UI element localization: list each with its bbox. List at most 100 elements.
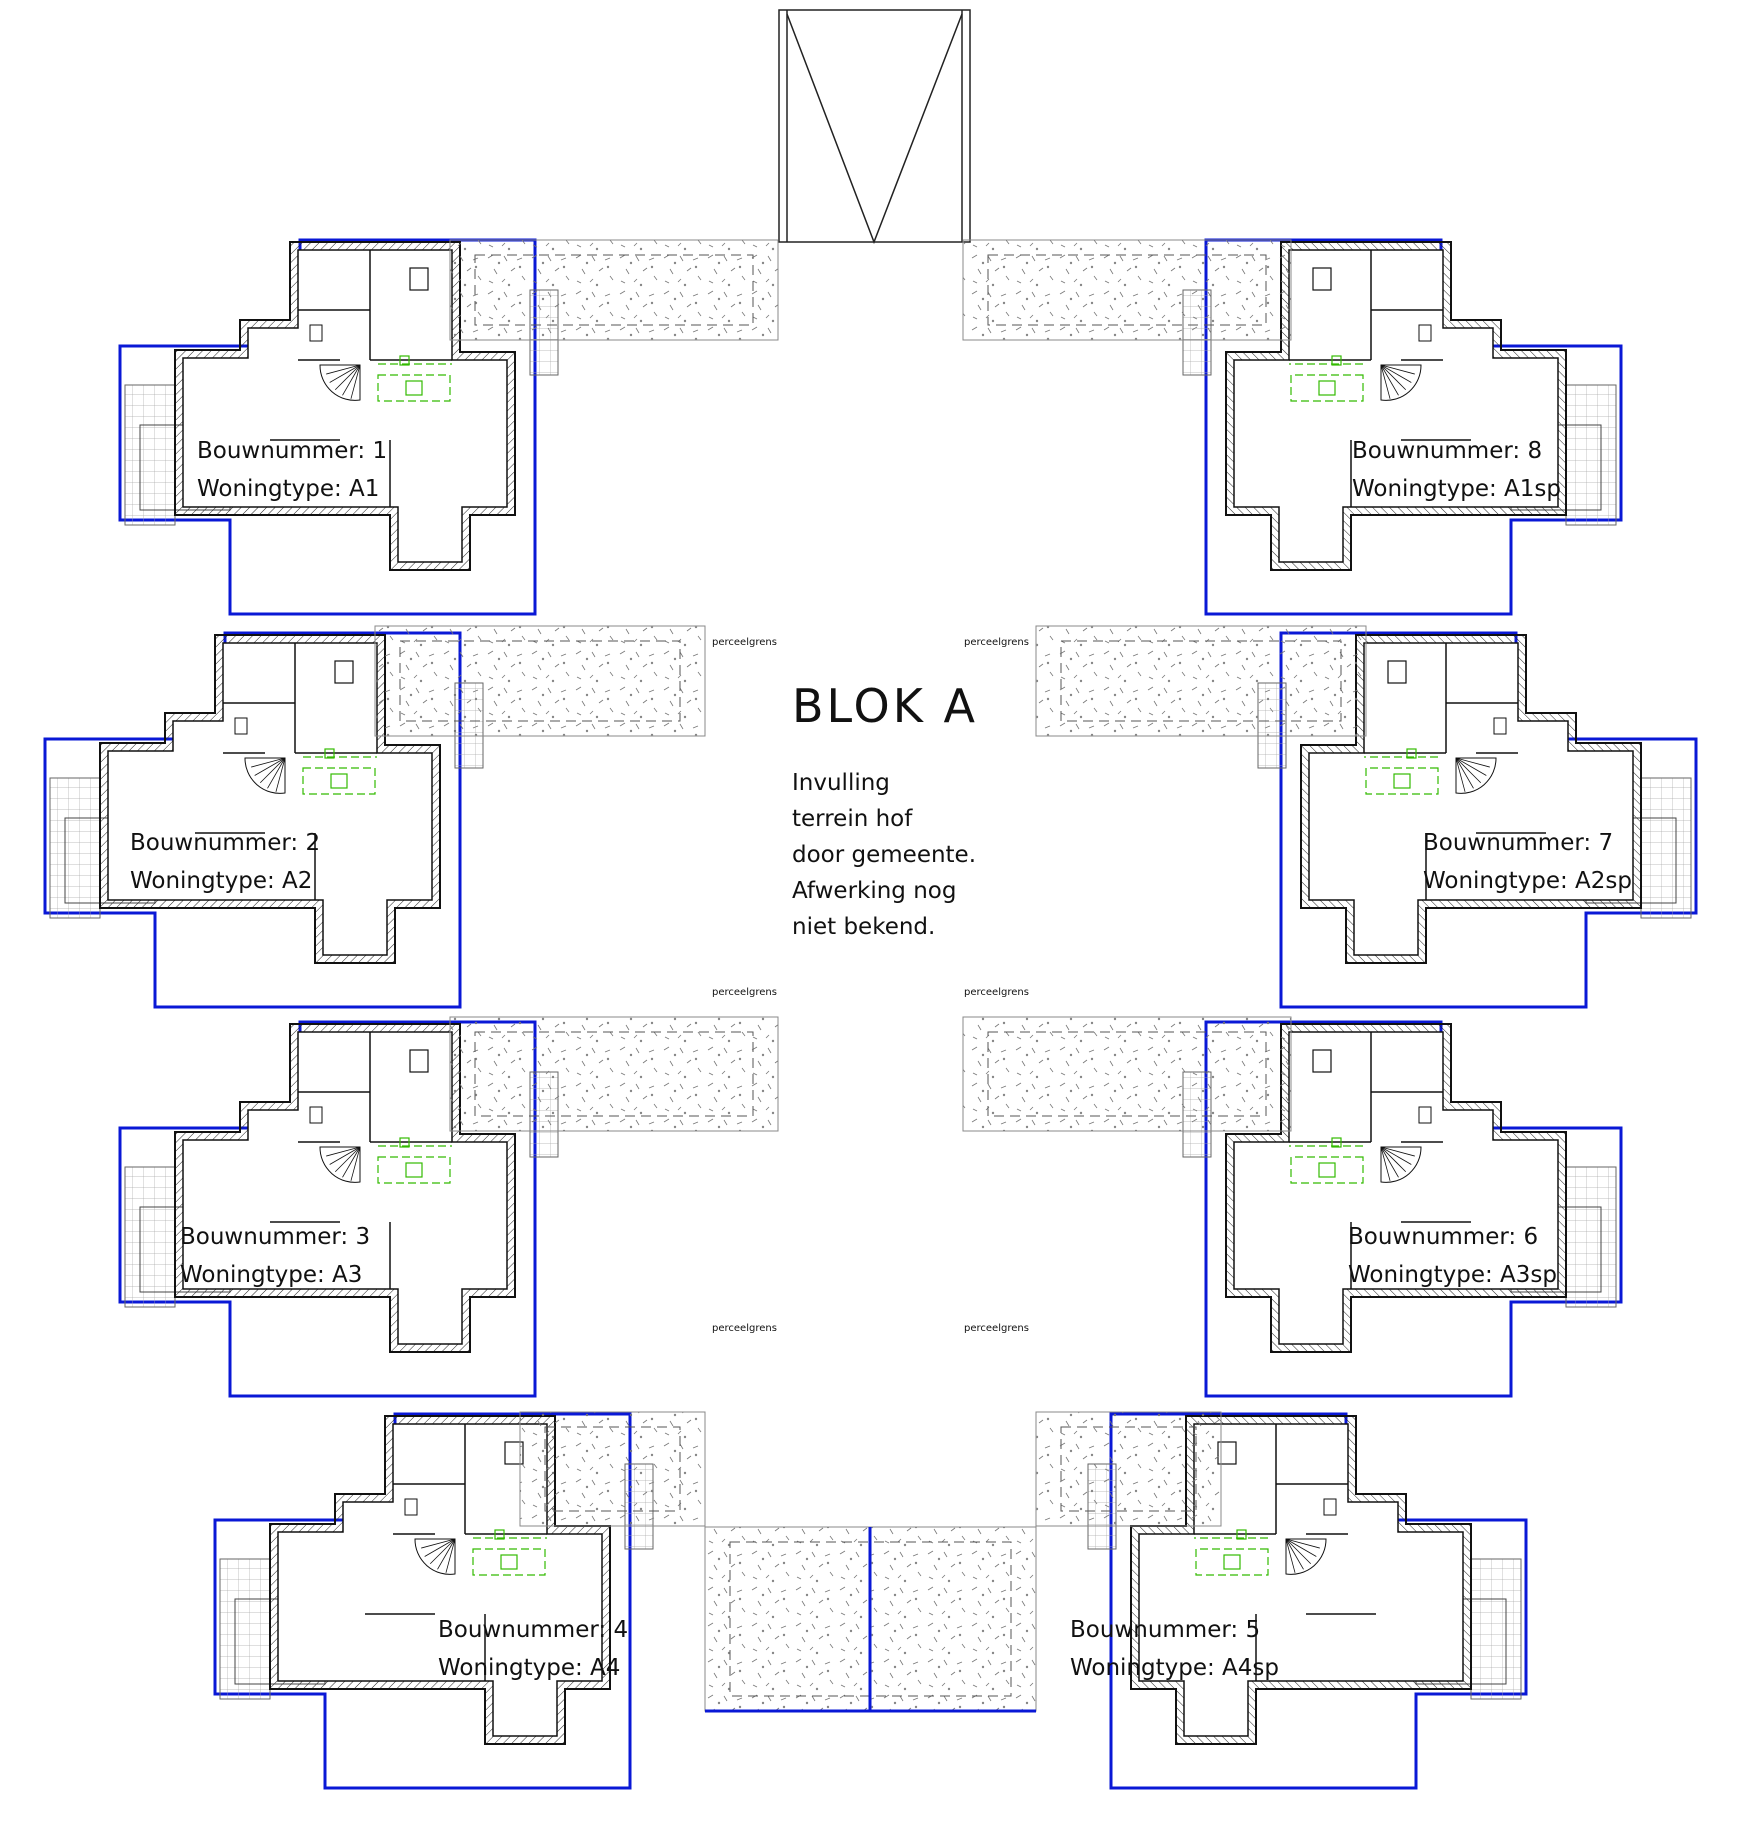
stair-tread (1455, 757, 1490, 768)
unit-number-label: Bouwnummer: 5 (1070, 1617, 1260, 1643)
stair-tread (1285, 1538, 1312, 1565)
kitchen-island (1195, 1548, 1269, 1576)
unit-type-label: Woningtype: A2 (130, 868, 312, 894)
paved-strip (449, 1016, 779, 1132)
sink-icon (1331, 355, 1342, 366)
units-layer (43, 238, 1698, 1790)
toilet-icon (1493, 717, 1507, 735)
sink-icon (1406, 748, 1417, 759)
stair-tread (1380, 1146, 1412, 1165)
unit-number-label: Bouwnummer: 1 (197, 438, 387, 464)
unit-number-label: Bouwnummer: 6 (1348, 1224, 1538, 1250)
unit-number-label: Bouwnummer: 3 (180, 1224, 370, 1250)
paved-strip (449, 239, 779, 341)
hob-icon (405, 1162, 423, 1178)
stair-tread (350, 1146, 361, 1181)
stair-tread (1285, 1538, 1304, 1570)
meter-cupboard-icon (1312, 1049, 1332, 1073)
kitchen-island (377, 1156, 451, 1184)
parking-bay (474, 1031, 754, 1117)
stair-tread (1285, 1538, 1296, 1573)
house-unit (1182, 1020, 1623, 1398)
note-line: Afwerking nog (792, 878, 956, 904)
staircase (1380, 1146, 1422, 1183)
toilet-icon (1418, 324, 1432, 342)
toilet-icon (1418, 1106, 1432, 1124)
parking-bay (987, 1031, 1267, 1117)
terrace-tiles (1565, 1166, 1617, 1308)
terrace-tiles (219, 1558, 271, 1700)
boundary-label: perceelgrens (964, 987, 1029, 998)
kitchen-island (1290, 374, 1364, 402)
house-unit (118, 238, 559, 616)
house-unit (118, 1020, 559, 1398)
unit-number-label: Bouwnummer: 2 (130, 830, 320, 856)
sink-icon (494, 1529, 505, 1540)
hof-note: Invulling terrein hof door gemeente. Afw… (792, 770, 976, 940)
unit-type-label: Woningtype: A4sp (1070, 1655, 1279, 1681)
stair-outline (1380, 1146, 1422, 1183)
hob-icon (1318, 1162, 1336, 1178)
stair-outline (1455, 757, 1497, 794)
parking-bay (987, 254, 1267, 326)
stair-outline (319, 364, 361, 401)
kitchen-island (1290, 1156, 1364, 1184)
kitchen-island (377, 374, 451, 402)
sink-icon (324, 748, 335, 759)
unit-label-1: Bouwnummer: 1 Woningtype: A1 (197, 438, 387, 502)
interior-floor (1308, 642, 1634, 956)
note-line: Invulling (792, 770, 890, 796)
partition-walls (270, 250, 452, 507)
partition-walls (1194, 1424, 1376, 1681)
interior-floor (182, 249, 508, 563)
stair-tread (326, 1146, 361, 1157)
parking-bay (399, 640, 681, 722)
terrace-tiles (124, 384, 176, 526)
paved-strip (962, 239, 1292, 341)
toilet-icon (309, 1106, 323, 1124)
toilet-icon (234, 717, 248, 735)
unit-number-label: Bouwnummer: 7 (1423, 830, 1613, 856)
stair-tread (329, 1146, 361, 1165)
house-unit (43, 631, 484, 1009)
labels-layer: Bouwnummer: 1 Woningtype: A1 Bouwnummer: 2… (130, 438, 1632, 1681)
stair-tread (342, 1146, 361, 1178)
stair-tread (350, 364, 361, 399)
toilet-icon (404, 1498, 418, 1516)
paved-strip (519, 1411, 706, 1527)
stair-outline (1285, 1538, 1327, 1575)
parking-bay (544, 1426, 681, 1512)
meter-cupboard-icon (334, 660, 354, 684)
stair-tread (1455, 757, 1487, 776)
sink-icon (1236, 1529, 1247, 1540)
stair-tread (334, 364, 361, 391)
staircase (319, 1146, 361, 1183)
interior-floor (1233, 1031, 1559, 1345)
note-line: terrein hof (792, 806, 913, 832)
stair-tread (1380, 364, 1407, 391)
unit-label-2: Bouwnummer: 2 Woningtype: A2 (130, 830, 320, 894)
paved-strip (962, 1016, 1292, 1132)
terrace-tiles (1640, 777, 1692, 919)
unit-type-label: Woningtype: A1 (197, 476, 379, 502)
stair-tread (1455, 757, 1466, 792)
interior-floor (182, 1031, 508, 1345)
stair-tread (326, 364, 361, 375)
parking-bay (1060, 1426, 1197, 1512)
stair-tread (1285, 1538, 1317, 1557)
stair-tread (1380, 364, 1415, 375)
stair-tread (424, 1538, 456, 1557)
unit-type-label: Woningtype: A1sp (1352, 476, 1561, 502)
meter-cupboard-icon (1387, 660, 1407, 684)
stair-tread (254, 757, 286, 776)
stair-tread (1380, 1146, 1391, 1181)
terrace-tiles (1565, 384, 1617, 526)
boundary-label: perceelgrens (964, 1323, 1029, 1334)
unit-type-label: Woningtype: A3sp (1348, 1262, 1557, 1288)
kitchen-island (302, 767, 376, 795)
